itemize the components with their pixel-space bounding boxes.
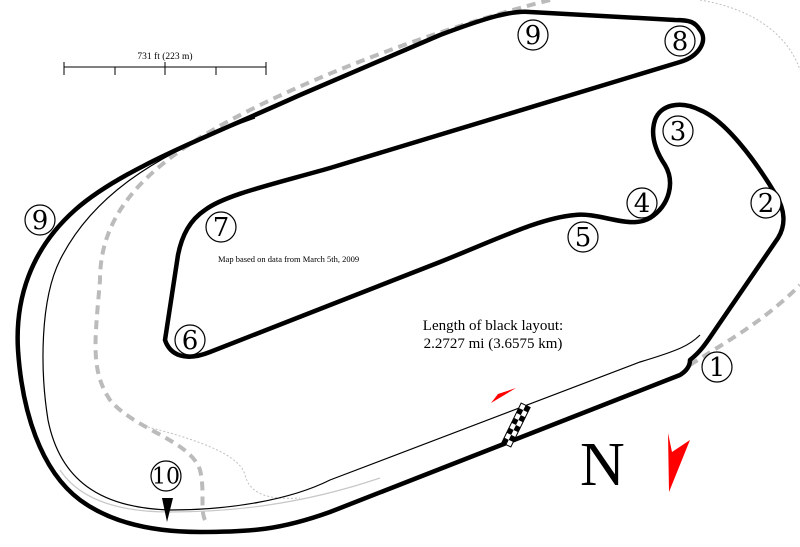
turn-marker-1: 1 <box>701 351 733 383</box>
svg-text:5: 5 <box>575 223 592 253</box>
svg-text:9: 9 <box>525 21 542 51</box>
main-track <box>15 9 786 535</box>
length-title: Length of black layout: <box>423 318 563 334</box>
turn-marker-10: 10 <box>150 460 182 492</box>
turn-marker-8: 8 <box>664 25 696 57</box>
turn-markers: 1 2 3 4 5 6 7 8 9 9 10 <box>24 19 782 492</box>
start-finish-line <box>501 402 531 448</box>
svg-text:7: 7 <box>213 213 230 243</box>
alt-layout-grey <box>59 469 381 513</box>
svg-text:10: 10 <box>152 465 180 490</box>
svg-text:9: 9 <box>32 206 49 236</box>
svg-text:6: 6 <box>182 326 199 356</box>
north-arrow-icon <box>668 433 690 492</box>
length-value: 2.2727 mi (3.6575 km) <box>424 336 563 352</box>
svg-text:4: 4 <box>634 189 651 219</box>
inner-layout-thin <box>42 117 701 511</box>
turn-marker-2: 2 <box>750 187 782 219</box>
svg-text:3: 3 <box>670 117 687 147</box>
turn-marker-4: 4 <box>626 187 658 219</box>
turn-marker-6: 6 <box>174 324 206 356</box>
turn-marker-9-outer: 9 <box>24 204 56 236</box>
scale-bar <box>63 62 267 75</box>
scale-label: 731 ft (223 m) <box>137 51 192 62</box>
data-note: Map based on data from March 5th, 2009 <box>218 254 359 264</box>
svg-text:2: 2 <box>758 189 775 219</box>
svg-text:8: 8 <box>672 27 689 57</box>
outer-perimeter-dotted <box>139 0 800 499</box>
pit-marker-black <box>162 498 173 522</box>
svg-text:1: 1 <box>709 353 726 383</box>
turn-marker-3: 3 <box>662 115 694 147</box>
turn-marker-5: 5 <box>567 221 599 253</box>
turn-marker-7: 7 <box>205 211 237 243</box>
direction-arrow-red <box>491 388 516 403</box>
old-layout-dashed <box>93 0 800 521</box>
north-label: N <box>580 431 625 499</box>
turn-marker-9-inner: 9 <box>517 19 549 51</box>
